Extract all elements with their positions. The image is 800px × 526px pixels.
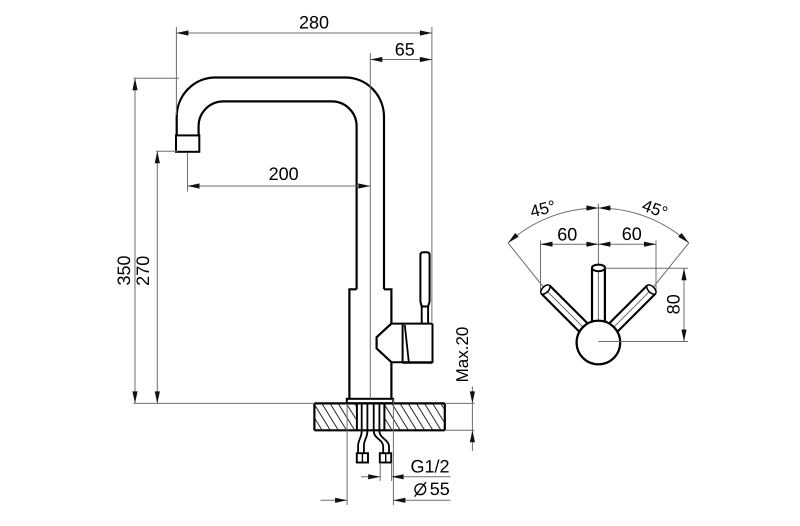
svg-text:350: 350 (114, 255, 134, 285)
svg-text:Max.20: Max.20 (453, 327, 472, 383)
svg-text:55: 55 (430, 479, 450, 499)
svg-text:270: 270 (133, 256, 153, 286)
svg-text:80: 80 (664, 294, 684, 314)
svg-text:60: 60 (622, 224, 642, 244)
svg-text:65: 65 (395, 40, 415, 60)
svg-text:280: 280 (299, 13, 329, 33)
svg-text:200: 200 (269, 164, 299, 184)
svg-text:G1/2: G1/2 (410, 456, 449, 476)
svg-text:60: 60 (557, 224, 577, 244)
